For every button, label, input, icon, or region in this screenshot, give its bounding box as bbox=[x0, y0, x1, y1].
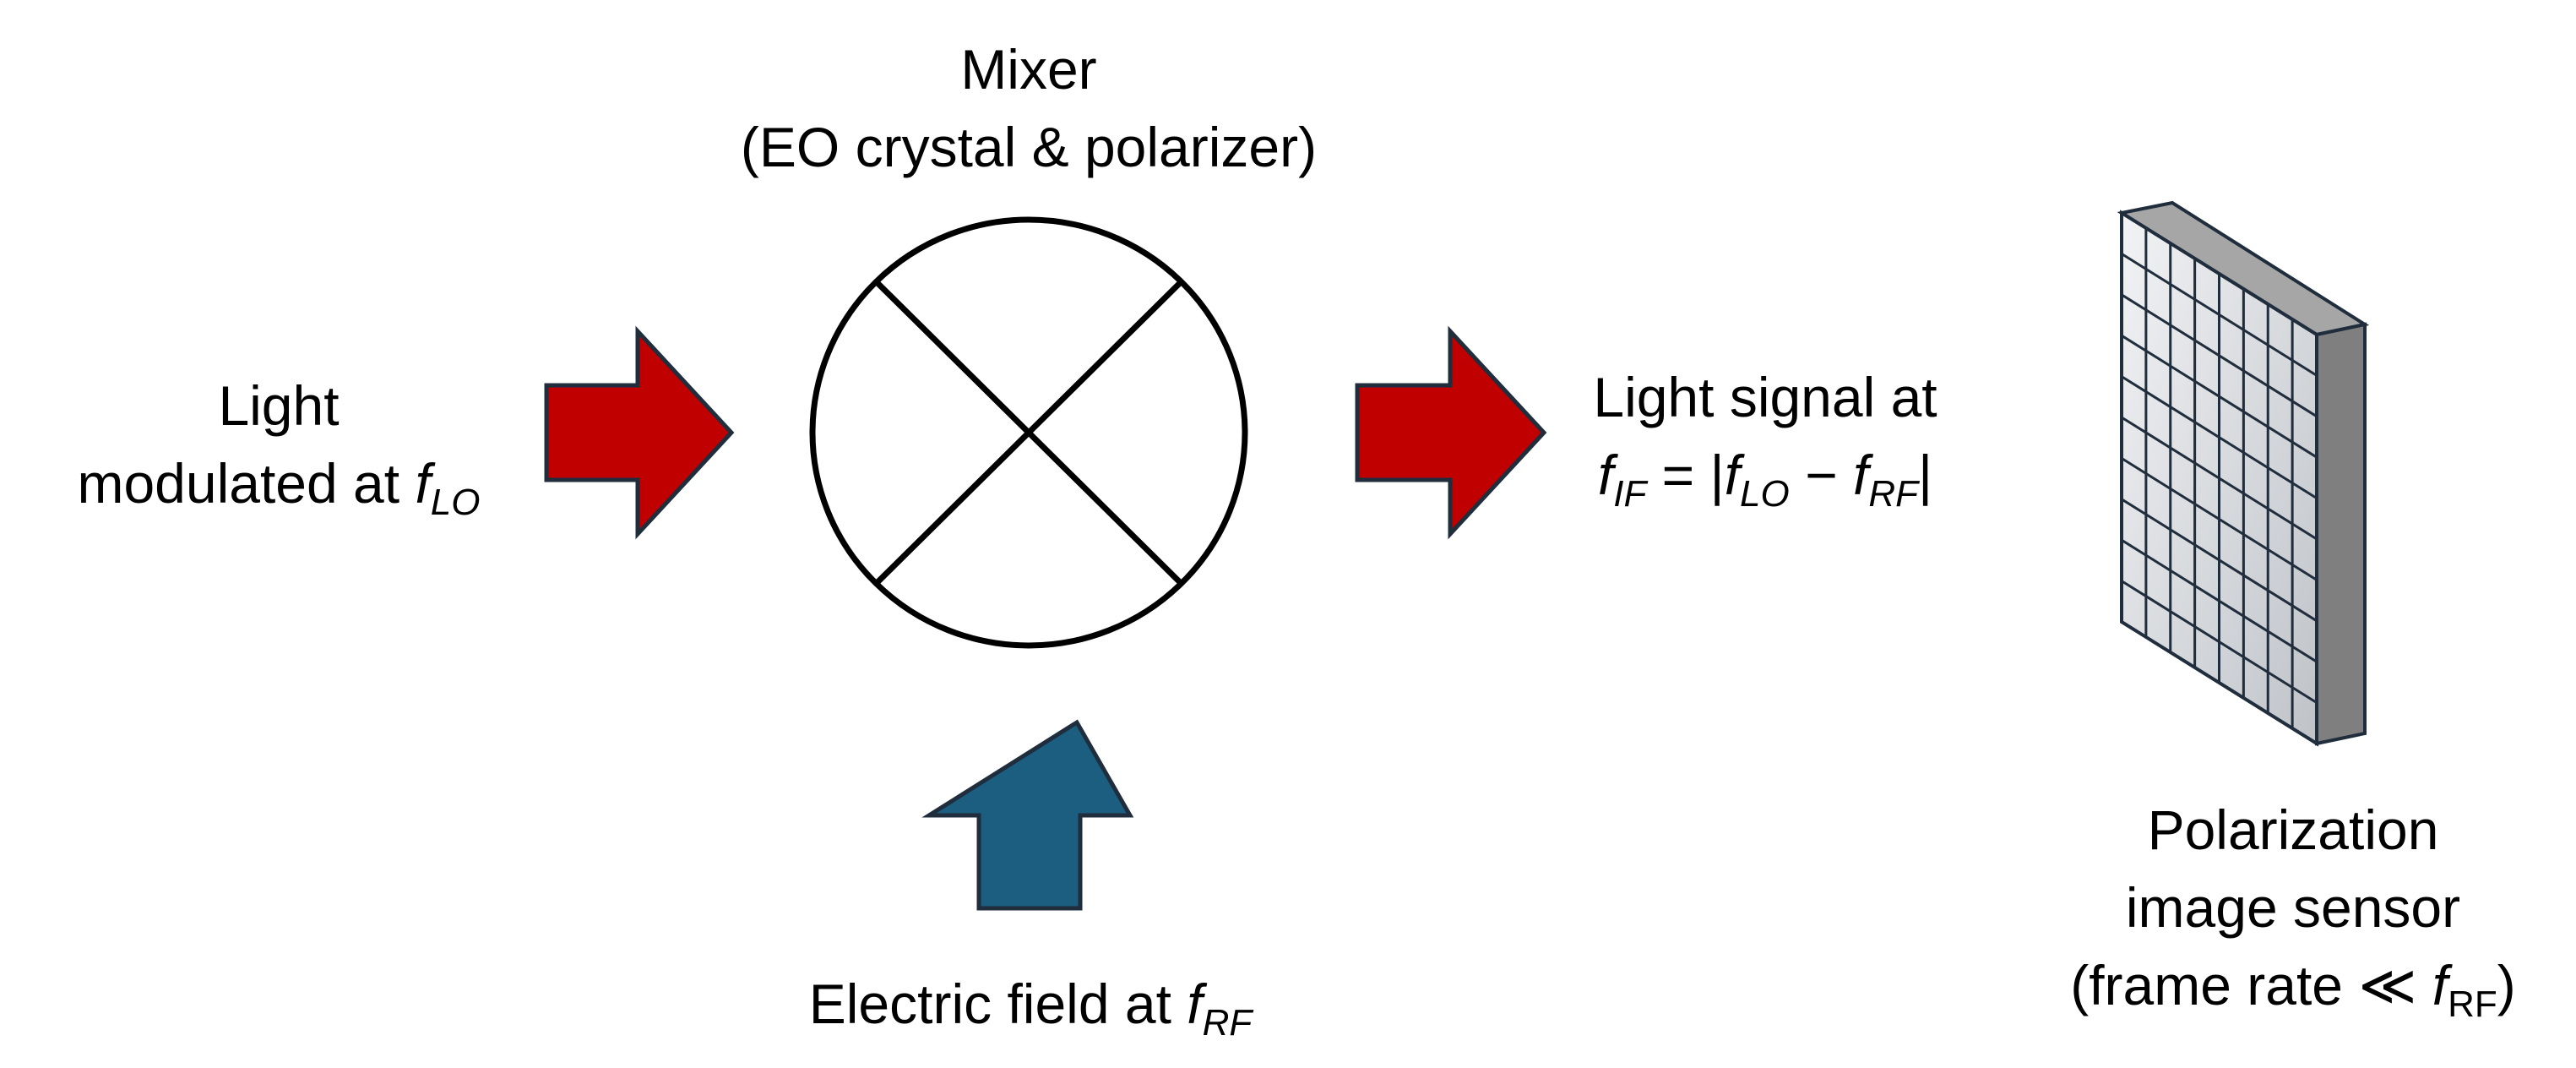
mixer-subtitle: (EO crystal & polarizer) bbox=[740, 116, 1318, 178]
output-light-formula: fIF = |fLO − fRF| bbox=[1597, 444, 1933, 515]
sensor-grid-row-line bbox=[2121, 293, 2318, 418]
sensor-grid-row-line bbox=[2121, 457, 2318, 581]
input-light-arrow bbox=[544, 325, 735, 540]
sensor-grid-row-line bbox=[2121, 416, 2318, 541]
sensor-label-line1: Polarization bbox=[2147, 798, 2439, 861]
sensor-grid-row-line bbox=[2121, 538, 2318, 663]
sensor-label-line3: (frame rate ≪ fRF) bbox=[2070, 954, 2516, 1025]
output-light-line1: Light signal at bbox=[1593, 366, 1937, 428]
mixer-label: Mixer (EO crystal & polarizer) bbox=[606, 30, 1451, 186]
sensor-grid-row-line bbox=[2121, 498, 2318, 623]
sensor-grid-row-line bbox=[2121, 334, 2318, 459]
output-light-label: Light signal at fIF = |fLO − fRF| bbox=[1529, 358, 2002, 521]
input-light-line2: modulated at fLO bbox=[77, 452, 481, 523]
sensor-grid-row-line bbox=[2121, 580, 2318, 704]
sensor-grid-row-line bbox=[2121, 253, 2318, 377]
sensor-side-face bbox=[2315, 322, 2367, 746]
mixer-title: Mixer bbox=[960, 38, 1097, 101]
image-sensor bbox=[2117, 200, 2370, 747]
sensor-grid-row-line bbox=[2121, 375, 2318, 499]
output-light-arrow bbox=[1355, 325, 1547, 540]
mixer-symbol bbox=[809, 216, 1248, 649]
sensor-label-line2: image sensor bbox=[2125, 876, 2461, 939]
sensor-pixel-grid bbox=[2121, 228, 2318, 728]
sensor-label: Polarization image sensor (frame rate ≪ … bbox=[2010, 791, 2576, 1032]
electric-field-label: Electric field at fRF bbox=[808, 973, 1253, 1043]
input-light-line1: Light bbox=[218, 374, 340, 437]
mixer-cross-line-2 bbox=[873, 279, 1184, 586]
input-light-label: Light modulated at fLO bbox=[8, 367, 549, 530]
electric-field-arrow bbox=[921, 719, 1134, 911]
